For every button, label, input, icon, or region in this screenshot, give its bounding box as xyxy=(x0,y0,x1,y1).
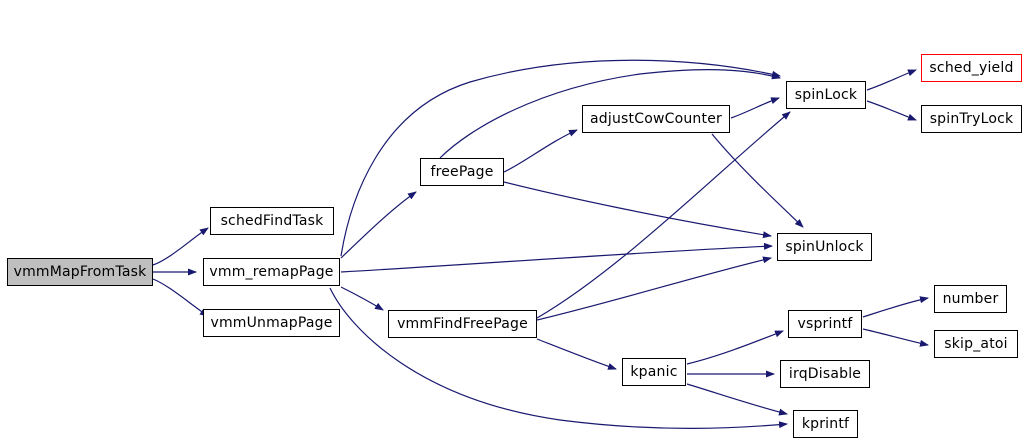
call-edge xyxy=(329,287,788,429)
call-edge xyxy=(503,181,772,239)
graph-node-number[interactable]: number xyxy=(934,285,1007,313)
graph-node-vmmMapFromTask[interactable]: vmmMapFromTask xyxy=(7,258,153,286)
graph-node-label: vmmUnmapPage xyxy=(210,315,333,331)
graph-node-schedFindTask[interactable]: schedFindTask xyxy=(210,207,334,235)
graph-node-kpanic[interactable]: kpanic xyxy=(622,358,686,386)
call-edge xyxy=(536,338,617,370)
graph-node-spinUnlock[interactable]: spinUnlock xyxy=(777,233,872,261)
call-edge xyxy=(730,97,780,119)
graph-node-label: schedFindTask xyxy=(220,213,324,229)
graph-node-sched_yield[interactable]: sched_yield xyxy=(921,54,1022,82)
graph-node-label: irqDisable xyxy=(788,366,862,382)
call-edge xyxy=(536,111,791,319)
call-edge xyxy=(866,100,917,121)
call-edge xyxy=(340,191,417,259)
graph-node-label: vmmFindFreePage xyxy=(397,316,528,332)
graph-node-adjustCowCounter[interactable]: adjustCowCounter xyxy=(582,105,730,133)
graph-node-skip_atoi[interactable]: skip_atoi xyxy=(934,330,1018,358)
graph-node-label: vmm_remapPage xyxy=(209,264,334,280)
graph-node-vmmUnmapPage[interactable]: vmmUnmapPage xyxy=(203,309,340,337)
graph-node-label: spinTryLock xyxy=(929,111,1014,127)
graph-node-label: number xyxy=(942,291,999,307)
graph-node-label: kprintf xyxy=(801,416,850,432)
call-edge xyxy=(686,383,788,416)
graph-node-label: kpanic xyxy=(630,364,678,380)
call-edge xyxy=(152,227,209,266)
call-edge xyxy=(711,133,804,228)
graph-node-label: spinLock xyxy=(794,87,858,103)
call-edge xyxy=(152,278,209,317)
graph-node-label: adjustCowCounter xyxy=(590,111,722,127)
graph-node-spinLock[interactable]: spinLock xyxy=(786,81,866,109)
graph-node-label: sched_yield xyxy=(929,60,1014,76)
call-edge xyxy=(866,69,917,91)
call-edge xyxy=(686,330,784,365)
graph-node-vmmFindFreePage[interactable]: vmmFindFreePage xyxy=(388,310,537,338)
graph-node-irqDisable[interactable]: irqDisable xyxy=(780,360,870,388)
graph-node-vmm_remapPage[interactable]: vmm_remapPage xyxy=(203,258,340,286)
graph-node-kprintf[interactable]: kprintf xyxy=(793,410,858,438)
graph-node-label: vsprintf xyxy=(797,316,853,332)
call-edge xyxy=(340,59,781,257)
call-edge xyxy=(862,328,929,347)
graph-node-vsprintf[interactable]: vsprintf xyxy=(788,310,862,338)
graph-node-freePage[interactable]: freePage xyxy=(420,158,504,186)
call-edge xyxy=(503,129,578,173)
graph-node-label: vmmMapFromTask xyxy=(13,264,147,280)
graph-node-label: freePage xyxy=(430,164,494,180)
call-edge xyxy=(536,256,772,321)
call-edge xyxy=(862,296,929,318)
call-edge xyxy=(340,242,773,273)
call-edge xyxy=(439,69,781,159)
graph-node-spinTryLock[interactable]: spinTryLock xyxy=(921,105,1022,133)
call-edge xyxy=(340,286,384,311)
graph-node-label: spinUnlock xyxy=(785,239,864,255)
graph-node-label: skip_atoi xyxy=(944,336,1008,352)
